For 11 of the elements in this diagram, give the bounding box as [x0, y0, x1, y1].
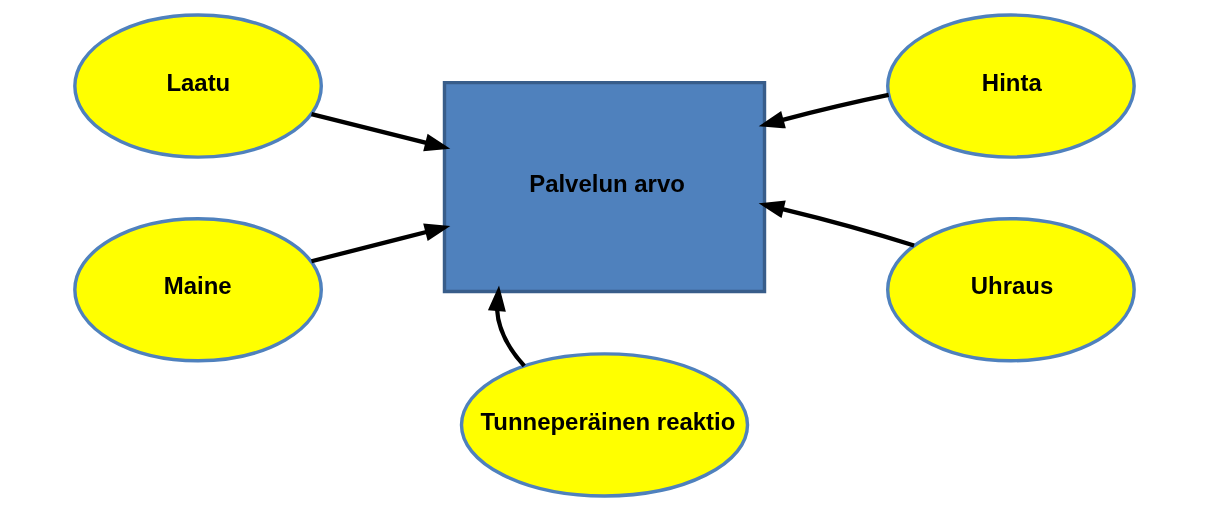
node-ellipse: Hinta: [886, 13, 1136, 159]
node-ellipse: Laatu: [73, 13, 323, 159]
node-ellipse: Maine: [73, 217, 323, 363]
arrow: [758, 200, 915, 248]
node-ellipse: Tunneperäinen reaktio: [459, 352, 750, 498]
arrow: [758, 92, 890, 129]
arrow: [487, 285, 526, 368]
node-ellipse: Uhraus: [886, 217, 1136, 363]
arrow: [310, 223, 451, 264]
arrow: [311, 112, 451, 152]
node-box: Palvelun arvo: [442, 80, 767, 294]
